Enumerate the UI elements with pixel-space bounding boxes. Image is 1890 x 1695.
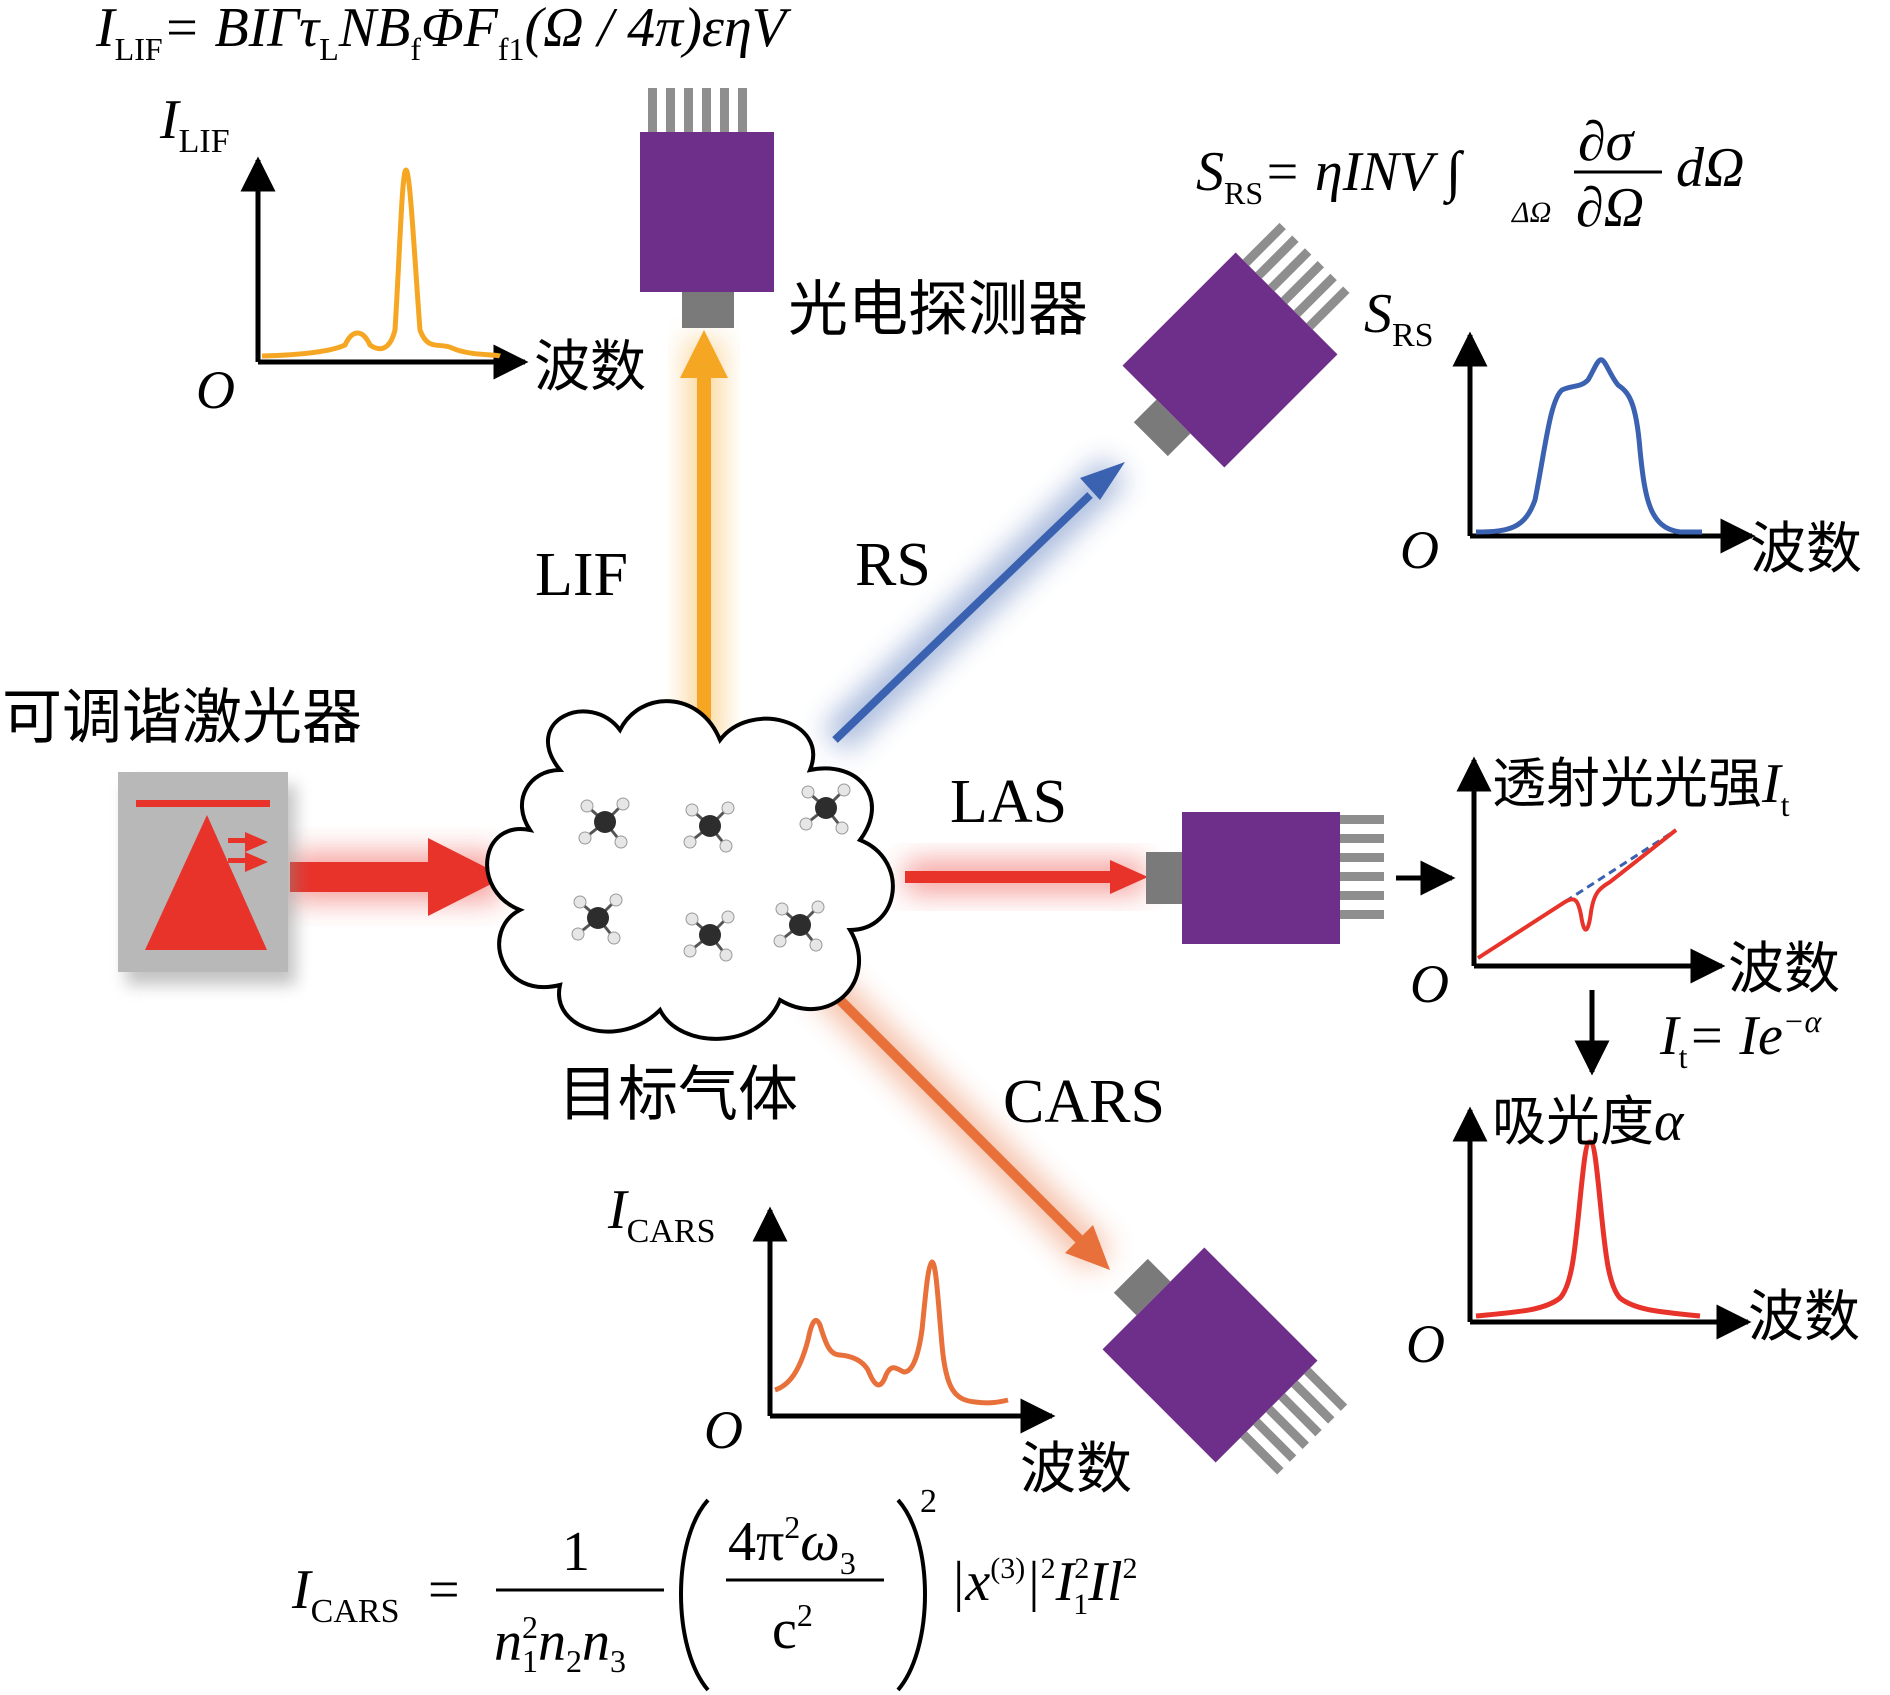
cars-ylabel: ICARS — [607, 1179, 715, 1250]
lif-spectrum — [261, 167, 501, 359]
svg-text:=: = — [428, 1559, 460, 1621]
lif-formula: ILIF= BIΓτLNBfΦFf1(Ω / 4π)εηV — [95, 0, 792, 67]
lif-plot — [240, 156, 529, 380]
lif-origin: O — [196, 360, 235, 420]
las-plot — [1396, 756, 1726, 984]
cars-xlabel: 波数 — [1020, 1437, 1132, 1502]
methane-molecule-icon — [773, 900, 825, 952]
las-formula: It= Ie−α — [1659, 1003, 1822, 1075]
svg-text:c2: c2 — [772, 1597, 813, 1661]
las-origin: O — [1410, 954, 1449, 1014]
svg-text:ICARS: ICARS — [291, 1559, 399, 1630]
lif-ylabel: ILIF — [159, 89, 230, 160]
rs-detector — [1122, 222, 1350, 468]
methane-molecule-icon — [683, 801, 735, 853]
photodetector-icon — [1146, 812, 1384, 944]
detector-label: 光电探测器 — [788, 275, 1088, 345]
lif-label: LIF — [535, 541, 628, 609]
gas-label: 目标气体 — [558, 1060, 798, 1130]
abs-plot — [1452, 1106, 1752, 1340]
svg-text:SRS= ηINV ∫: SRS= ηINV ∫ — [1196, 141, 1465, 211]
svg-text:ΔΩ: ΔΩ — [1511, 196, 1551, 229]
laser-label: 可调谐激光器 — [2, 683, 362, 753]
las-detector — [1146, 812, 1384, 944]
rs-xlabel: 波数 — [1750, 517, 1862, 582]
molecules-group — [571, 783, 851, 962]
rs-plot — [1452, 331, 1756, 554]
svg-text:dΩ: dΩ — [1676, 137, 1745, 199]
svg-text:4π2ω3: 4π2ω3 — [728, 1509, 856, 1581]
lif-xlabel: 波数 — [534, 335, 646, 400]
cars-origin: O — [704, 1400, 743, 1460]
abs-spectrum — [1475, 1139, 1701, 1319]
las-ylabel: 透射光光强It — [1492, 752, 1790, 823]
tunable-laser-icon — [118, 772, 296, 985]
svg-text:∂Ω: ∂Ω — [1576, 177, 1644, 239]
lif-beam — [680, 330, 728, 750]
lif-detector — [640, 88, 774, 328]
svg-text:2: 2 — [920, 1483, 937, 1520]
abs-ylabel: 吸光度α — [1492, 1090, 1685, 1153]
methane-molecule-icon — [683, 910, 735, 962]
methane-molecule-icon — [799, 783, 851, 835]
abs-xlabel: 波数 — [1748, 1285, 1860, 1350]
las-spectrum — [1476, 828, 1678, 960]
cars-label: CARS — [1003, 1068, 1165, 1136]
rs-ylabel: SRS — [1364, 283, 1434, 354]
gas-cloud-icon — [485, 699, 895, 1041]
las-label: LAS — [950, 768, 1067, 836]
rs-label: RS — [855, 531, 931, 599]
svg-text:1: 1 — [562, 1521, 590, 1583]
svg-text:∂σ: ∂σ — [1578, 111, 1636, 173]
cars-beam — [807, 967, 1113, 1273]
cars-detector — [1102, 1247, 1348, 1475]
las-xlabel: 波数 — [1728, 937, 1840, 1002]
methane-molecule-icon — [578, 797, 630, 849]
cars-plot — [752, 1206, 1056, 1434]
rs-spectrum — [1475, 357, 1702, 535]
photodetector-icon — [1122, 222, 1350, 468]
photodetector-icon — [1102, 1247, 1348, 1475]
cars-spectrum — [774, 1259, 1009, 1406]
photodetector-icon — [640, 88, 774, 328]
rs-origin: O — [1400, 520, 1439, 580]
rs-formula: SRS= ηINV ∫ ΔΩ ∂σ ∂Ω dΩ — [1196, 111, 1745, 239]
methane-molecule-icon — [571, 893, 623, 945]
laser-beam — [290, 838, 505, 916]
las-beam — [905, 860, 1148, 894]
rs-beam — [823, 457, 1127, 753]
abs-origin: O — [1406, 1314, 1445, 1374]
